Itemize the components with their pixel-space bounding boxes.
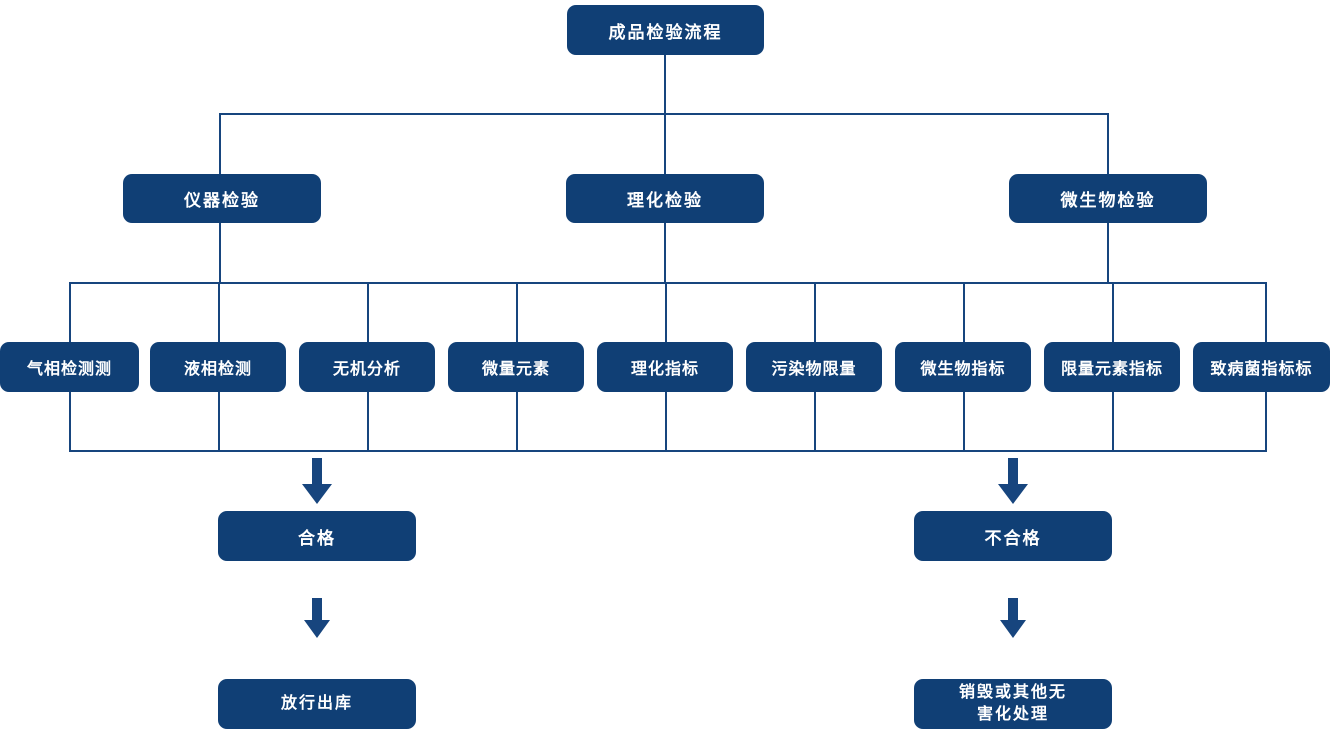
node-level2-instrument[interactable]: 仪器检验	[123, 174, 321, 223]
node-final-destroy-line2: 害化处理	[976, 706, 1049, 723]
connector-level2-drop-3	[1107, 113, 1109, 175]
arrow-release-down	[303, 598, 331, 640]
node-leaf-liquid-chromatography[interactable]: 液相检测	[150, 342, 286, 392]
node-leaf-limited-element-index[interactable]: 限量元素指标	[1044, 342, 1180, 392]
node-leaf-inorganic-analysis[interactable]: 无机分析	[299, 342, 435, 392]
node-leaf-gas-chromatography[interactable]: 气相检测测	[0, 342, 139, 392]
connector-branch2-down	[664, 222, 666, 284]
node-final-destroy[interactable]: 销毁或其他无 害化处理	[914, 679, 1112, 729]
arrow-fail-down	[997, 458, 1029, 506]
connector-branch1-down	[219, 222, 221, 284]
connector-leaf-top-7	[1112, 282, 1114, 342]
connector-leaf-bottom-5	[814, 392, 816, 452]
connector-leaf-bottom-2	[367, 392, 369, 452]
connector-leaf-bottom-1	[218, 392, 220, 452]
arrow-destroy-down	[999, 598, 1027, 640]
node-level2-physicochemical[interactable]: 理化检验	[566, 174, 764, 223]
connector-leaf-bottom-3	[516, 392, 518, 452]
node-level2-microbiological[interactable]: 微生物检验	[1009, 174, 1207, 223]
connector-leaf-top-1	[218, 282, 220, 342]
node-result-pass[interactable]: 合格	[218, 511, 416, 561]
connector-leaf-top-5	[814, 282, 816, 342]
connector-level2-drop-2	[664, 113, 666, 175]
node-leaf-contaminant-limit[interactable]: 污染物限量	[746, 342, 882, 392]
node-result-fail[interactable]: 不合格	[914, 511, 1112, 561]
node-leaf-trace-elements[interactable]: 微量元素	[448, 342, 584, 392]
node-final-destroy-line1: 销毁或其他无	[958, 684, 1067, 701]
connector-leaf-top-6	[963, 282, 965, 342]
node-root[interactable]: 成品检验流程	[567, 5, 764, 55]
node-leaf-pathogen-index[interactable]: 致病菌指标标	[1193, 342, 1330, 392]
connector-leaf-bottom-6	[963, 392, 965, 452]
connector-leaf-top-4	[665, 282, 667, 342]
connector-level3-top-bus	[69, 282, 1267, 284]
connector-leaf-top-3	[516, 282, 518, 342]
connector-level3-bottom-bus	[69, 450, 1267, 452]
connector-leaf-bottom-4	[665, 392, 667, 452]
node-leaf-physicochemical-index[interactable]: 理化指标	[597, 342, 733, 392]
connector-level2-drop-1	[219, 113, 221, 175]
connector-branch3-down	[1107, 222, 1109, 284]
arrow-pass-down	[301, 458, 333, 506]
connector-leaf-top-2	[367, 282, 369, 342]
node-leaf-microbial-index[interactable]: 微生物指标	[895, 342, 1031, 392]
connector-root-down	[664, 55, 666, 113]
node-final-release[interactable]: 放行出库	[218, 679, 416, 729]
connector-leaf-bottom-7	[1112, 392, 1114, 452]
